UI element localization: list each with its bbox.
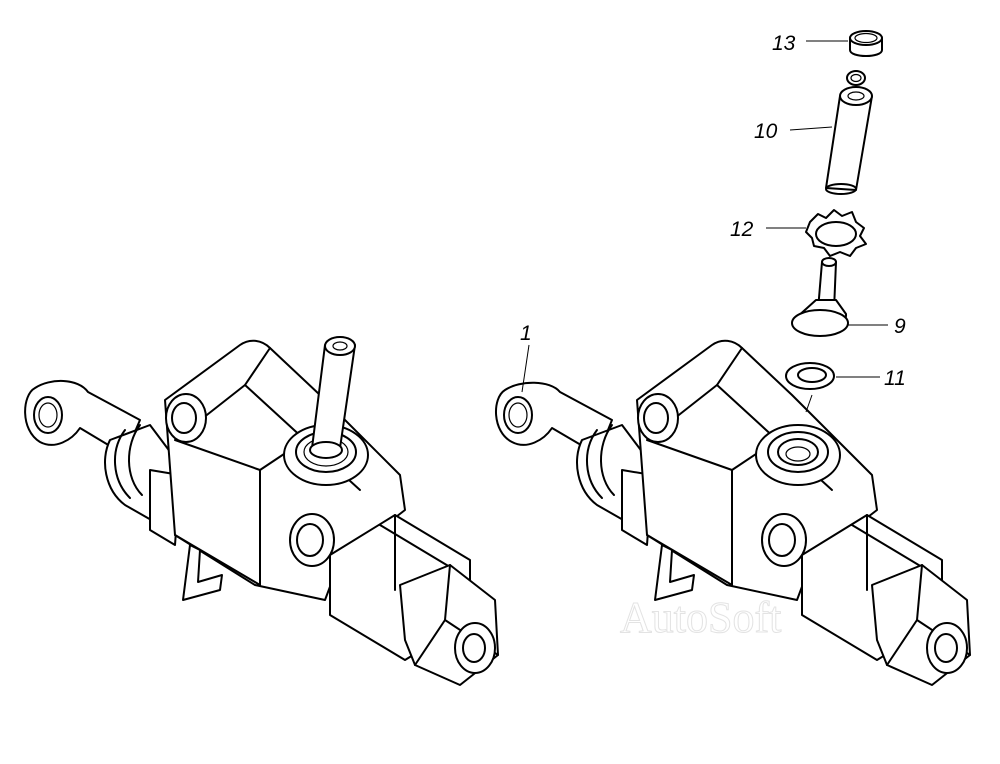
right-top-port — [755, 424, 841, 486]
washer-icon — [785, 362, 835, 390]
callout-12: 12 — [730, 218, 754, 241]
left-housing — [164, 339, 406, 601]
left-front-nut — [329, 514, 499, 686]
lock-ring-icon — [805, 209, 867, 257]
pushrod-tube-icon — [825, 86, 873, 195]
right-boot — [576, 424, 653, 546]
callout-1: 1 — [520, 322, 532, 345]
left-eye-mount — [24, 380, 141, 456]
right-eye-mount — [494, 381, 613, 456]
callout-10: 10 — [754, 120, 778, 143]
small-ring-icon — [846, 70, 866, 86]
callout-9: 9 — [894, 315, 906, 338]
master-cylinder-assembled-icon — [24, 336, 499, 686]
right-front-nut — [801, 514, 971, 686]
callout-13: 13 — [772, 32, 796, 55]
callout-11: 11 — [884, 367, 906, 390]
watermark-text: AutoSoft — [620, 593, 781, 642]
leader-lines — [521, 40, 888, 413]
valve-stem-icon — [791, 257, 849, 337]
left-top-port — [283, 336, 369, 486]
cap-icon — [849, 30, 883, 57]
right-housing — [636, 339, 878, 601]
master-cylinder-housing-icon — [494, 339, 971, 686]
